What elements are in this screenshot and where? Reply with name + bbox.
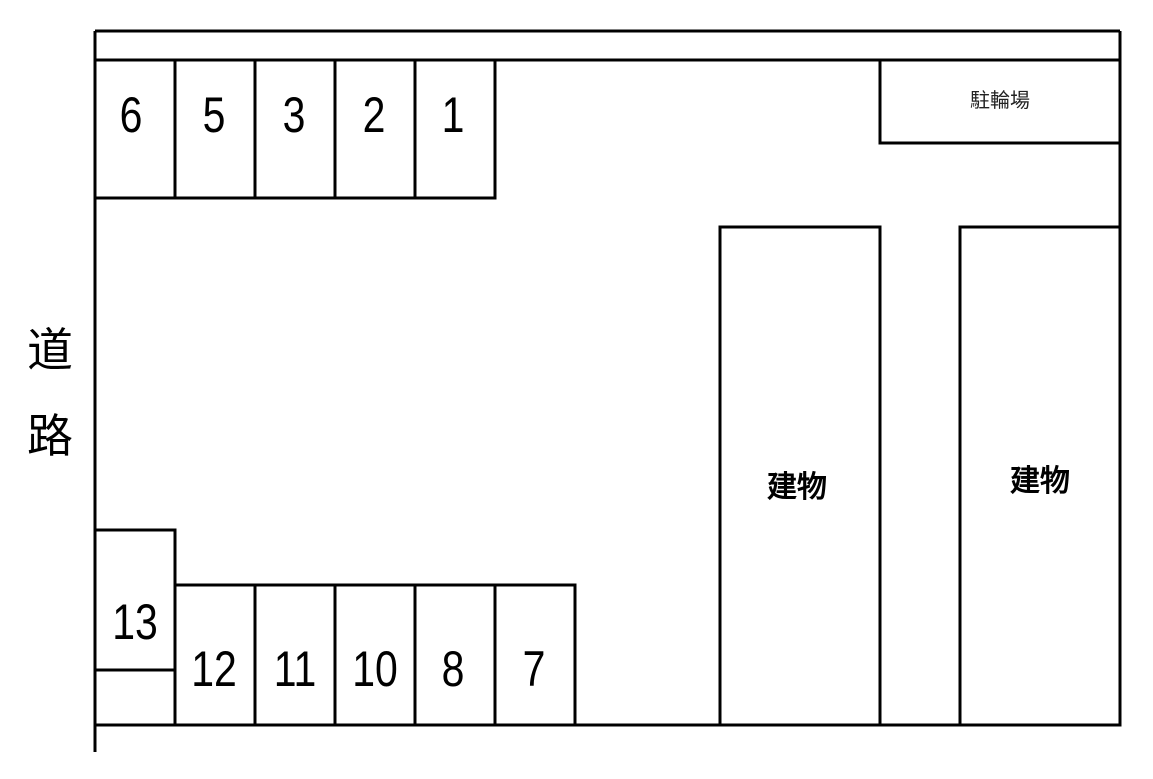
road-label: 道 路: [27, 323, 73, 463]
building-label: 建物: [767, 470, 827, 505]
space-number: 6: [120, 87, 143, 143]
space-number: 5: [203, 87, 226, 143]
space-number: 2: [363, 87, 386, 143]
space-number: 13: [112, 594, 158, 650]
building-label: 建物: [1010, 464, 1070, 499]
road-label-char: 道: [27, 323, 73, 377]
road-label-char: 路: [27, 409, 73, 463]
space-number: 10: [352, 641, 398, 697]
parking-space-7: [493, 583, 577, 727]
building-2: 建物: [958, 225, 1122, 727]
space-number: 1: [442, 87, 465, 143]
bicycle-parking: 駐輪場: [878, 58, 1122, 145]
parking-space-1: [413, 58, 497, 200]
space-number: 3: [283, 87, 306, 143]
space-number: 11: [274, 641, 317, 697]
building-1: 建物: [718, 225, 882, 727]
space-number: 12: [191, 641, 237, 697]
corner-parking: 13: [93, 528, 177, 727]
empty-area: [93, 668, 177, 727]
bicycle-parking-label: 駐輪場: [970, 88, 1030, 112]
top-parking-row: 6 5 3 2 1: [93, 58, 497, 200]
bottom-parking-row: 12 11 10 8 7: [173, 583, 577, 727]
space-number: 7: [523, 641, 546, 697]
space-number: 8: [442, 641, 465, 697]
lot-outline: [93, 29, 1122, 752]
